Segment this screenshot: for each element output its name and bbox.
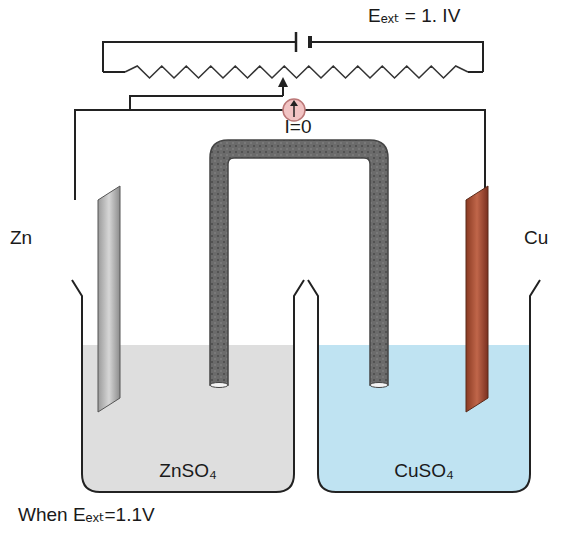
circuit-wires [75, 32, 485, 200]
copper-sulfate-solution: CuSO₄ [318, 345, 530, 490]
solution-label: CuSO₄ [394, 460, 454, 482]
current-label: I=0 [285, 117, 312, 138]
electrode-label: Zn [10, 228, 32, 249]
salt-bridge [210, 140, 388, 385]
voltage-label: Eₑₓₜ = 1. IV [368, 6, 460, 27]
condition-caption: When Eₑₓₜ=1.1V [18, 505, 155, 526]
zinc-sulfate-solution: ZnSO₄ [82, 345, 294, 490]
slider-arrowhead [278, 77, 288, 87]
zinc-electrode [98, 186, 120, 412]
copper-electrode [466, 186, 488, 412]
cu-beaker [308, 280, 540, 492]
electrode-label: Cu [524, 228, 548, 249]
resistor-symbol [125, 66, 468, 78]
solution-label: ZnSO₄ [159, 460, 216, 482]
